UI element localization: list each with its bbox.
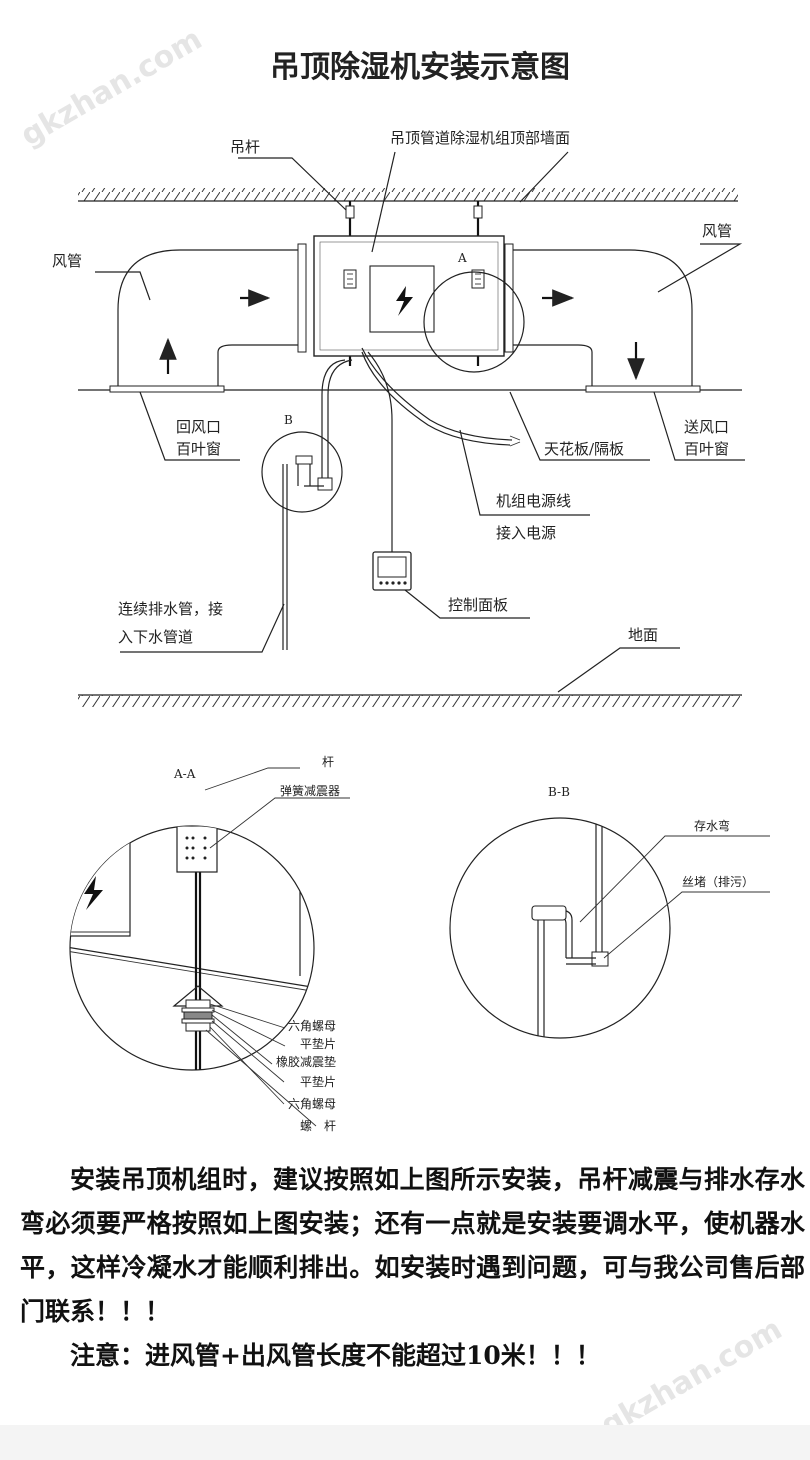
hanger-rod-label: 吊杆 [230, 138, 260, 156]
installation-notes: 安装吊顶机组时，建议按照如上图所示安装，吊杆减震与排水存水弯必须要严格按照如上图… [20, 1158, 805, 1378]
power-label-2: 接入电源 [496, 524, 556, 542]
detail-a-title: A-A [173, 767, 196, 781]
drain-pipe [282, 359, 353, 650]
detail-b-leaders [579, 835, 770, 959]
ceiling-board-label: 天花板/隔板 [544, 440, 624, 458]
dehumidifier-unit [313, 235, 505, 357]
duct-right-label: 风管 [702, 222, 732, 240]
trap-label: 存水弯 [694, 818, 730, 833]
control-panel [372, 551, 412, 591]
plug-label: 丝堵（排污） [682, 875, 754, 889]
part-label-1: 六角螺母 [288, 1019, 336, 1033]
drain-label-1: 连续排水管，接 [118, 600, 223, 618]
detail-a-content [70, 826, 314, 1070]
control-panel-label: 控制面板 [448, 596, 508, 614]
lightning-logo-icon [396, 286, 413, 316]
part-label-5: 六角螺母 [288, 1097, 336, 1111]
part-label-3: 橡胶减震垫 [276, 1054, 336, 1069]
floor-hatch [78, 694, 742, 707]
return-vent-label-2: 百叶窗 [176, 440, 221, 458]
detail-circle-b [261, 431, 343, 513]
spring-damper-label: 弹簧减震器 [280, 783, 340, 798]
page-title: 吊顶除湿机安装示意图 [270, 50, 570, 85]
ceiling-wall-label: 吊顶管道除湿机组顶部墙面 [390, 129, 570, 147]
notes-warning: 注意：进风管+出风管长度不能超过10米！！！ [70, 1341, 601, 1370]
detail-b-title: B-B [548, 785, 570, 799]
mark-a-label: A [457, 251, 467, 265]
left-duct [109, 243, 307, 393]
rod-label: 杆 [322, 755, 334, 769]
leader-lines [95, 151, 745, 693]
part-label-4: 平垫片 [300, 1074, 336, 1089]
drain-label-2: 入下水管道 [118, 628, 193, 646]
ceiling-wall [78, 188, 738, 202]
return-vent-label-1: 回风口 [176, 418, 221, 436]
footer-strip [0, 1425, 810, 1460]
control-cable [367, 351, 393, 552]
floor-label: 地面 [628, 626, 658, 644]
power-label-1: 机组电源线 [496, 492, 571, 510]
supply-vent-label-2: 百叶窗 [684, 440, 729, 458]
supply-vent-label-1: 送风口 [684, 418, 729, 436]
part-label-2: 平垫片 [300, 1036, 336, 1051]
detail-a-leaders [204, 767, 350, 1127]
right-duct [504, 243, 701, 393]
detail-b-circle [449, 817, 671, 1039]
duct-left-label: 风管 [52, 252, 82, 270]
power-cable [361, 347, 513, 441]
detail-circle-a [423, 271, 525, 373]
part-label-6: 螺 杆 [300, 1119, 336, 1133]
notes-paragraph: 安装吊顶机组时，建议按照如上图所示安装，吊杆减震与排水存水弯必须要严格按照如上图… [20, 1165, 805, 1326]
detail-b-content [531, 818, 609, 1038]
mark-b-label: B [284, 413, 293, 427]
